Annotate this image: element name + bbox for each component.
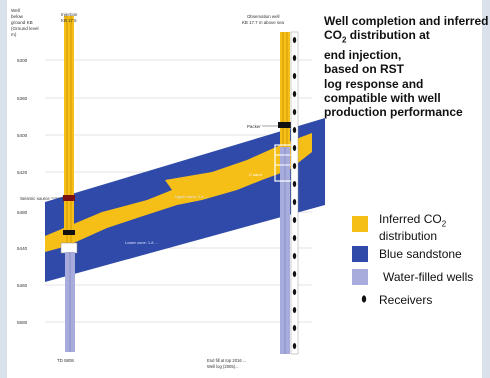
axis-title-line: m)	[11, 32, 17, 37]
depth-tick: 5300	[17, 58, 28, 63]
description-line: based on RST	[324, 62, 405, 77]
description-line: compatible with well	[324, 90, 441, 105]
legend-item-co2: Inferred CO2 distribution	[379, 212, 447, 244]
axis-title-line: (Ground level	[11, 26, 39, 31]
observation-well	[274, 31, 299, 355]
injection-well-label: Injection	[61, 12, 78, 17]
depth-tick: 5420	[17, 170, 28, 175]
receivers	[292, 37, 297, 349]
depth-tick: 5460	[17, 283, 28, 288]
description-line: production performance	[324, 105, 463, 120]
legend-item-water: Water-filled wells	[383, 270, 474, 284]
diagram-description: Well completion and inferred CO2 distrib…	[324, 14, 489, 119]
depth-tick: 5480	[17, 210, 28, 215]
axis-title-line: below	[11, 14, 24, 19]
description-line: log response and	[324, 76, 424, 91]
depth-tick: 5360	[17, 96, 28, 101]
legend-item-receivers: Receivers	[379, 293, 433, 307]
depth-tick: 5440	[17, 246, 28, 251]
legend-swatch-sandstone	[352, 246, 368, 262]
zone-label: Upper zone: 1.4 ...	[175, 194, 208, 199]
packer-label: Packer	[247, 124, 261, 129]
injection-well-label: KB 17.5	[61, 18, 77, 23]
diagram-panel: Well below ground KB (Ground level m) 53…	[7, 0, 488, 378]
diagram-labels: Well below ground KB (Ground level m) 53…	[11, 8, 285, 369]
depth-tick: 5580	[17, 320, 28, 325]
co2-plume	[45, 133, 312, 252]
legend-item-sandstone: Blue sandstone	[379, 247, 462, 261]
receiver-icon	[361, 295, 367, 303]
legend-swatch-co2	[352, 216, 368, 232]
description-line: Well completion and inferred	[324, 14, 489, 28]
observation-well-label: KB 17.7 m above sea	[242, 20, 285, 25]
footnote-line: End fill at top 2016 ...	[207, 358, 246, 363]
footnote-line: Well log (2005)...	[207, 364, 239, 369]
annotation-leaders	[51, 125, 278, 199]
zone-label: Lower zone: 1.8 ...	[125, 240, 158, 245]
seismic-annotation: Seismic source	[20, 196, 50, 201]
description-line: end injection,	[324, 47, 402, 62]
axis-title-line: Well	[11, 8, 20, 13]
td-label: TD 5808	[57, 358, 74, 363]
zone-label: C sand	[249, 172, 262, 177]
description-line: CO2 distribution at	[324, 28, 430, 45]
well-diagram: Well below ground KB (Ground level m) 53…	[11, 8, 325, 369]
observation-well-label: Observation well	[247, 14, 279, 19]
axis-title-line: ground KB	[11, 20, 33, 25]
depth-tick: 5400	[17, 133, 28, 138]
legend-swatch-water	[352, 269, 368, 285]
injection-well	[60, 16, 78, 352]
